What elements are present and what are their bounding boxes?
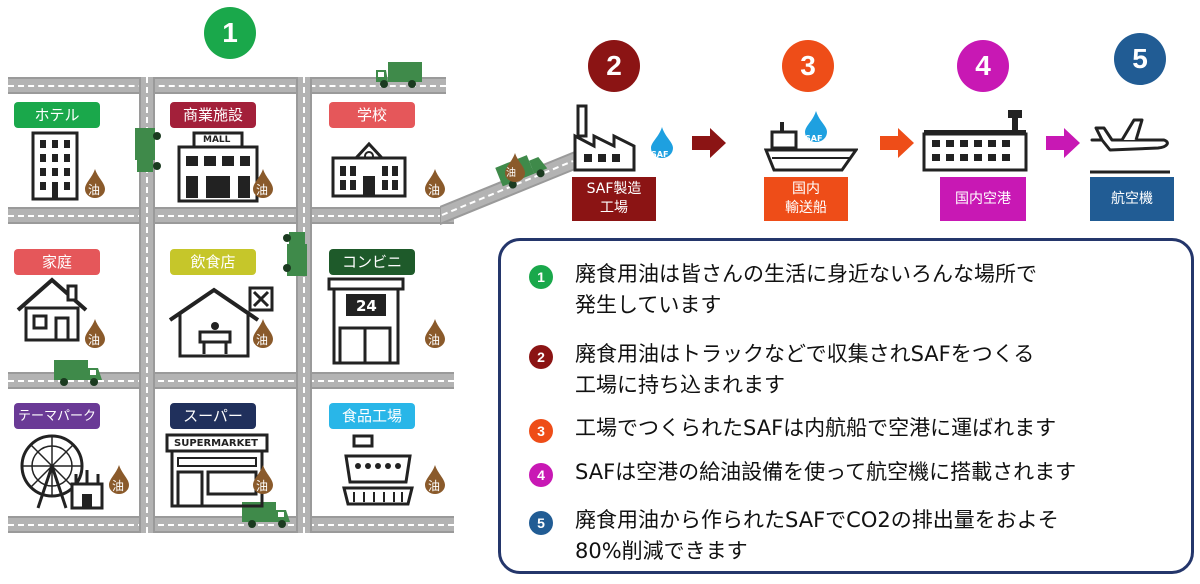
saf-drop-icon bbox=[805, 111, 827, 142]
place-tag-convenience: コンビニ bbox=[329, 249, 415, 275]
place-tag-foodfactory: 食品工場 bbox=[329, 403, 415, 429]
legend-item: 1 廃食用油は皆さんの生活に身近ないろんな場所で 発生しています bbox=[529, 259, 1037, 321]
legend-number: 1 bbox=[529, 265, 553, 289]
road-mid-1 bbox=[8, 207, 454, 224]
oil-drop-icon bbox=[505, 153, 525, 182]
place-tag-commercial: 商業施設 bbox=[170, 102, 256, 128]
oil-mark-label: 油 bbox=[112, 479, 125, 493]
legend-number: 4 bbox=[529, 463, 553, 487]
convenience-store-icon bbox=[327, 277, 405, 365]
supermarket-building-icon bbox=[165, 433, 269, 508]
step-4-circle: 4 bbox=[957, 40, 1009, 92]
oil-drop-icon bbox=[253, 465, 273, 494]
cargo-ship-icon bbox=[764, 122, 858, 172]
arrow-right-icon bbox=[880, 128, 914, 158]
step-1-circle: 1 bbox=[204, 7, 256, 59]
saf-drop-icon bbox=[651, 127, 673, 158]
oil-drop-icon bbox=[85, 169, 105, 198]
truck-icon bbox=[135, 128, 161, 172]
oil-mark-label: 油 bbox=[506, 168, 516, 179]
step-2-number: 2 bbox=[606, 50, 622, 81]
place-tag-supermarket: スーパー bbox=[170, 403, 256, 429]
step-4-number: 4 bbox=[975, 50, 991, 81]
oil-mark-label: 油 bbox=[88, 333, 101, 347]
place-tag-restaurant: 飲食店 bbox=[170, 249, 256, 275]
step-3-number: 3 bbox=[800, 50, 816, 81]
airport-label: 国内空港 bbox=[940, 177, 1026, 221]
truck-icon bbox=[376, 62, 422, 88]
legend-number: 5 bbox=[529, 511, 553, 535]
place-tag-school: 学校 bbox=[329, 102, 415, 128]
place-tag-home: 家庭 bbox=[14, 249, 100, 275]
saf-factory-label: SAF製造 工場 bbox=[572, 177, 656, 221]
airplane-icon bbox=[1090, 118, 1170, 174]
legend-item: 2 廃食用油はトラックなどで収集されSAFをつくる 工場に持ち込まれます bbox=[529, 339, 1034, 401]
place-tag-hotel: ホテル bbox=[14, 102, 100, 128]
road-bottom bbox=[8, 516, 454, 533]
legend-box: 1 廃食用油は皆さんの生活に身近ないろんな場所で 発生しています 2 廃食用油は… bbox=[498, 238, 1194, 574]
road-mid-2 bbox=[8, 372, 454, 389]
school-building-icon bbox=[331, 141, 407, 198]
oil-mark-label: 油 bbox=[428, 333, 441, 347]
legend-text: 工場でつくられたSAFは内航船で空港に運ばれます bbox=[575, 416, 1057, 440]
road-vertical-2 bbox=[296, 77, 312, 533]
step-5-number: 5 bbox=[1132, 43, 1148, 74]
saf-factory-icon bbox=[573, 104, 636, 172]
arrow-right-icon bbox=[1046, 128, 1080, 158]
ship-label: 国内 輸送船 bbox=[764, 177, 848, 221]
restaurant-icon bbox=[168, 286, 274, 358]
oil-drop-icon bbox=[425, 465, 445, 494]
legend-number: 2 bbox=[529, 345, 553, 369]
mall-sign: MALL bbox=[203, 135, 231, 145]
legend-item: 5 廃食用油から作られたSAFでCO2の排出量をおよそ 80%削減できます bbox=[529, 505, 1059, 567]
oil-mark-label: 油 bbox=[88, 183, 101, 197]
step-2-circle: 2 bbox=[588, 40, 640, 92]
supermarket-sign: SUPERMARKET bbox=[174, 438, 258, 449]
hotel-building-icon bbox=[31, 131, 79, 201]
saf-badge: SAF bbox=[805, 134, 823, 143]
oil-drop-icon bbox=[425, 169, 445, 198]
legend-text: 廃食用油から作られたSAFでCO2の排出量をおよそ 80%削減できます bbox=[575, 508, 1059, 563]
road-top bbox=[8, 77, 446, 94]
oil-drop-icon bbox=[253, 319, 273, 348]
arrow-right-icon bbox=[692, 128, 726, 158]
step-1-number: 1 bbox=[222, 17, 238, 48]
road-vertical-1 bbox=[139, 77, 155, 533]
place-tag-themepark: テーマパーク bbox=[14, 403, 100, 429]
oil-mark-label: 油 bbox=[428, 479, 441, 493]
oil-drop-icon bbox=[85, 319, 105, 348]
oil-mark-label: 油 bbox=[256, 333, 269, 347]
legend-item: 3 工場でつくられたSAFは内航船で空港に運ばれます bbox=[529, 413, 1056, 444]
food-factory-icon bbox=[342, 434, 414, 506]
oil-drop-icon bbox=[253, 169, 273, 198]
legend-text: SAFは空港の給油設備を使って航空機に搭載されます bbox=[575, 460, 1077, 484]
legend-text: 廃食用油はトラックなどで収集されSAFをつくる 工場に持ち込まれます bbox=[575, 342, 1035, 397]
mall-building-icon bbox=[177, 131, 259, 203]
oil-mark-label: 油 bbox=[256, 479, 269, 493]
oil-drop-icon bbox=[109, 465, 129, 494]
legend-item: 4 SAFは空港の給油設備を使って航空機に搭載されます bbox=[529, 457, 1076, 488]
themepark-ferris-wheel-icon bbox=[20, 434, 104, 510]
house-icon bbox=[16, 277, 88, 342]
airport-terminal-icon bbox=[922, 110, 1028, 172]
saf-badge: SAF bbox=[651, 150, 669, 159]
legend-text: 廃食用油は皆さんの生活に身近ないろんな場所で 発生しています bbox=[575, 262, 1037, 317]
truck-icon bbox=[283, 232, 307, 276]
truck-icon bbox=[54, 360, 102, 386]
oil-mark-label: 油 bbox=[428, 183, 441, 197]
step-5-circle: 5 bbox=[1114, 33, 1166, 85]
oil-drop-icon bbox=[425, 319, 445, 348]
legend-number: 3 bbox=[529, 419, 553, 443]
step-3-circle: 3 bbox=[782, 40, 834, 92]
convenience-sign: 24 bbox=[356, 297, 377, 315]
airplane-label: 航空機 bbox=[1090, 177, 1174, 221]
oil-mark-label: 油 bbox=[256, 183, 269, 197]
